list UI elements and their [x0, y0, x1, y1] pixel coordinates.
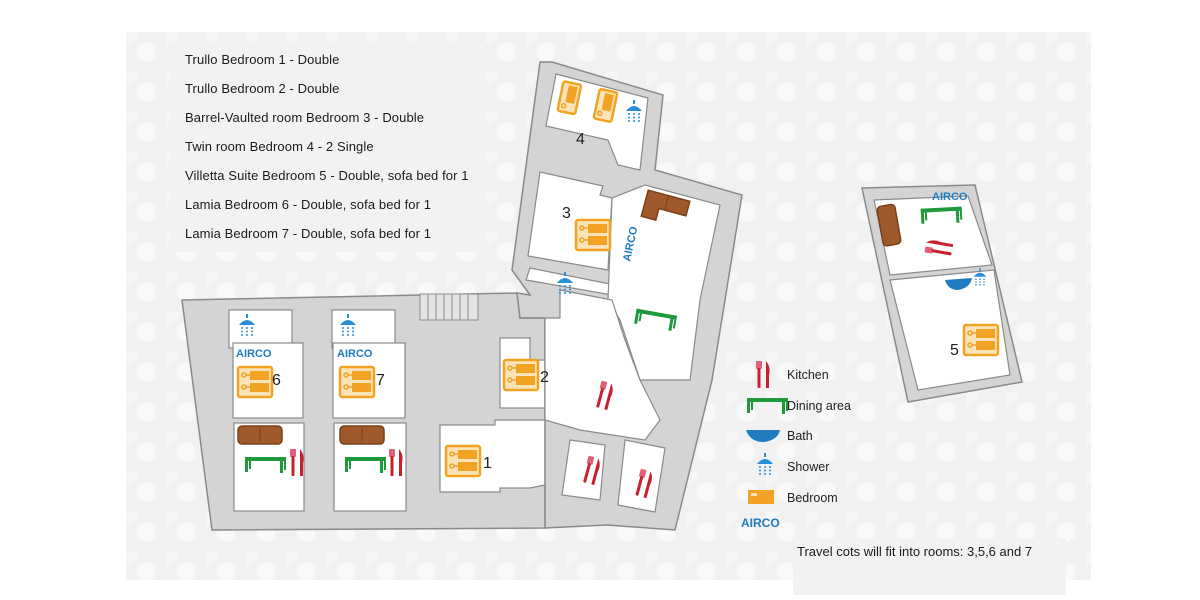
bed-icon	[444, 444, 482, 478]
legend-item-shower: Shower	[757, 453, 829, 475]
airco-label: AIRCO	[337, 348, 373, 360]
legend-label: Bath	[787, 429, 813, 443]
legend-label: Kitchen	[787, 368, 829, 382]
legend-airco-label: AIRCO	[741, 516, 780, 530]
bed-icon	[748, 490, 774, 504]
bed-icon	[502, 358, 540, 392]
shower-icon	[757, 453, 773, 475]
dining-table-icon	[747, 398, 788, 414]
legend-label: Dining area	[787, 399, 851, 413]
corner-sofa-icon	[640, 189, 691, 222]
bath-icon	[746, 430, 780, 442]
bed-icon	[236, 365, 274, 399]
airco-label: AIRCO	[932, 191, 968, 203]
airco-label: AIRCO	[236, 348, 272, 360]
room-number-5: 5	[950, 342, 959, 359]
sofa-icon	[876, 203, 902, 247]
legend-label: Bedroom	[787, 491, 838, 505]
room-number-4: 4	[576, 131, 585, 148]
legend-item-kitchen: Kitchen	[756, 361, 829, 388]
room-list: Trullo Bedroom 1 - Double Trullo Bedroom…	[170, 42, 486, 252]
room-list-item: Trullo Bedroom 1 - Double	[185, 52, 340, 67]
room-list-item: Lamia Bedroom 6 - Double, sofa bed for 1	[185, 197, 432, 212]
room-number-2: 2	[540, 369, 549, 386]
room-number-7: 7	[376, 372, 385, 389]
room-number-1: 1	[483, 455, 492, 472]
caption-box	[793, 538, 1066, 595]
legend-label: Shower	[787, 460, 829, 474]
legend-item-bedroom: Bedroom	[748, 490, 838, 505]
travel-cots-caption: Travel cots will fit into rooms: 3,5,6 a…	[797, 544, 1033, 559]
bath-icon	[945, 278, 972, 290]
central-building	[511, 61, 743, 531]
bed-icon	[574, 218, 612, 252]
bed-icon	[338, 365, 376, 399]
legend: Kitchen Dining area Bath Shower Bedroom …	[741, 361, 851, 530]
room-list-item: Twin room Bedroom 4 - 2 Single	[185, 139, 374, 154]
room-list-item: Villetta Suite Bedroom 5 - Double, sofa …	[185, 168, 469, 183]
sofa-icon	[237, 425, 283, 445]
left-building	[181, 292, 546, 531]
room-number-6: 6	[272, 372, 281, 389]
room-number-3: 3	[562, 205, 571, 222]
legend-item-dining: Dining area	[747, 398, 851, 414]
stairs	[419, 293, 479, 321]
legend-item-bath: Bath	[746, 429, 813, 443]
bed-icon	[962, 323, 1000, 357]
room-list-item: Trullo Bedroom 2 - Double	[185, 81, 340, 96]
room-list-item: Lamia Bedroom 7 - Double, sofa bed for 1	[185, 226, 432, 241]
sofa-icon	[339, 425, 385, 445]
room-list-item: Barrel-Vaulted room Bedroom 3 - Double	[185, 110, 425, 125]
kitchen-icon	[756, 361, 770, 388]
